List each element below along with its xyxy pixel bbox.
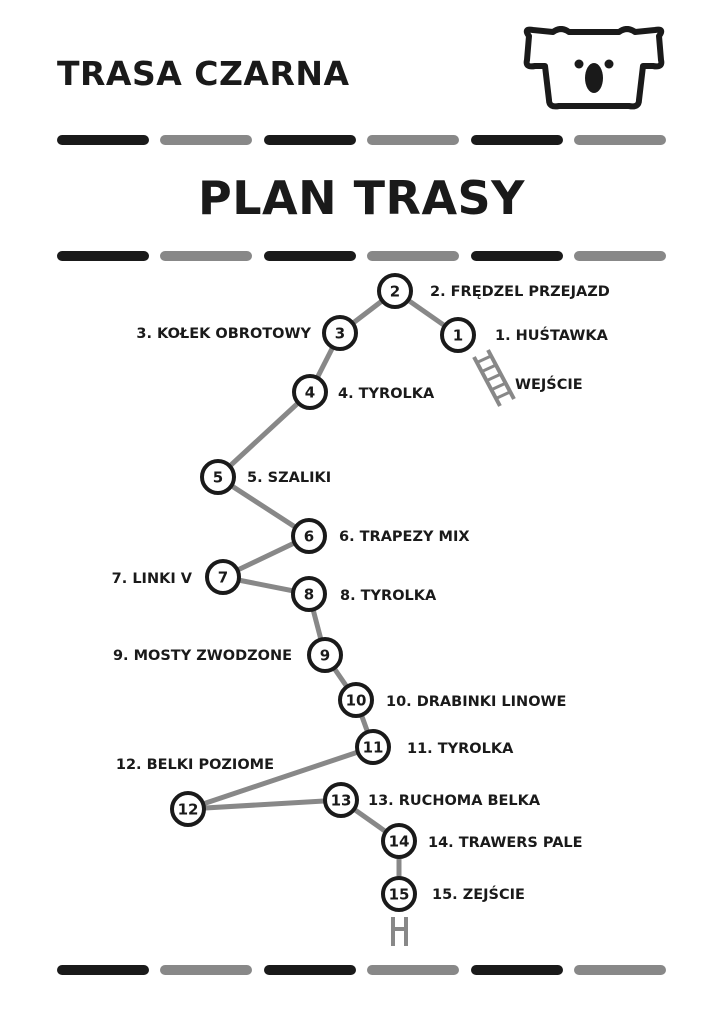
station-label: 1. HUŚTAWKA — [495, 326, 609, 344]
station-label: 6. TRAPEZY MIX — [339, 529, 470, 545]
station-marker — [381, 876, 417, 912]
station-7: 7 7. LINKI V — [112, 559, 241, 595]
station-marker — [291, 518, 327, 554]
station-marker — [355, 729, 391, 765]
station-5: 5 5. SZALIKI — [200, 459, 331, 495]
station-number: 10 — [346, 692, 367, 710]
divider-segment — [574, 965, 666, 975]
route-stations: 1 1. HUŚTAWKA 2 2. FRĘDZEL PRZEJAZD 3 3. KOŁE… — [112, 273, 610, 912]
divider-segment — [574, 135, 666, 145]
route-connector — [216, 390, 312, 479]
route-connector — [187, 744, 374, 812]
ladder-icon — [472, 349, 516, 407]
station-number: 6 — [304, 528, 314, 546]
station-number: 9 — [320, 647, 330, 665]
station-1: 1 1. HUŚTAWKA — [440, 317, 609, 353]
station-label: 10. DRABINKI LINOWE — [386, 694, 566, 710]
station-label: 14. TRAWERS PALE — [428, 835, 583, 851]
station-marker — [377, 273, 413, 309]
station-marker — [170, 791, 206, 827]
station-number: 8 — [304, 586, 314, 604]
station-label: 13. RUCHOMA BELKA — [368, 793, 541, 809]
divider-segment — [574, 251, 666, 261]
station-label: 5. SZALIKI — [247, 470, 331, 486]
route-connector — [216, 474, 311, 539]
divider-segment — [470, 135, 563, 145]
station-number: 12 — [178, 801, 199, 819]
station-marker — [323, 782, 359, 818]
station-number: 15 — [389, 886, 410, 904]
station-label: 2. FRĘDZEL PRZEJAZD — [430, 284, 610, 300]
divider-segment — [57, 135, 149, 145]
station-15: 15 15. ZEJŚCIE — [381, 876, 525, 912]
station-8: 8 8. TYROLKA — [291, 576, 437, 612]
divider-segment — [160, 965, 253, 975]
station-number: 2 — [390, 283, 400, 301]
divider-segment — [470, 965, 563, 975]
station-13: 13 13. RUCHOMA BELKA — [323, 782, 541, 818]
station-marker — [440, 317, 476, 353]
koala-head-icon — [523, 26, 665, 110]
station-label: 15. ZEJŚCIE — [432, 885, 525, 903]
station-3: 3 3. KOŁEK OBROTOWY — [136, 315, 358, 351]
route-connector — [187, 797, 342, 812]
station-number: 7 — [218, 569, 228, 587]
station-number: 13 — [331, 792, 352, 810]
station-11: 11 11. TYROLKA — [355, 729, 514, 765]
station-number: 1 — [453, 327, 463, 345]
divider-segment — [160, 251, 253, 261]
divider-bottom — [57, 965, 666, 975]
station-2: 2 2. FRĘDZEL PRZEJAZD — [377, 273, 610, 309]
station-9: 9 9. MOSTY ZWODZONE — [113, 637, 343, 673]
divider-segment — [160, 135, 253, 145]
station-marker — [338, 682, 374, 718]
exit-ladder-icon — [391, 917, 408, 946]
station-marker — [292, 374, 328, 410]
station-marker — [200, 459, 236, 495]
station-label: 9. MOSTY ZWODZONE — [113, 648, 292, 664]
station-marker — [291, 576, 327, 612]
station-number: 4 — [305, 384, 315, 402]
station-label: 4. TYROLKA — [338, 386, 435, 402]
station-12: 12 12. BELKI POZIOME — [116, 757, 274, 827]
divider-segment — [57, 965, 149, 975]
station-number: 11 — [363, 739, 384, 757]
station-marker — [307, 637, 343, 673]
station-label: 12. BELKI POZIOME — [116, 757, 274, 773]
station-4: 4 4. TYROLKA — [292, 374, 435, 410]
divider-segment — [57, 251, 149, 261]
station-6: 6 6. TRAPEZY MIX — [291, 518, 470, 554]
plan-title: PLAN TRASY — [198, 171, 525, 225]
station-label: 8. TYROLKA — [340, 588, 437, 604]
entrance-label: WEJŚCIE — [515, 375, 583, 393]
divider-segment — [367, 965, 460, 975]
station-label: 7. LINKI V — [112, 571, 193, 587]
divider-segment — [367, 251, 460, 261]
station-label: 11. TYROLKA — [407, 741, 514, 757]
station-number: 14 — [389, 833, 410, 851]
station-number: 3 — [335, 325, 345, 343]
divider-middle — [57, 251, 666, 261]
divider-top — [57, 135, 666, 145]
divider-segment — [367, 135, 460, 145]
divider-segment — [470, 251, 563, 261]
station-marker — [322, 315, 358, 351]
divider-segment — [263, 965, 356, 975]
divider-segment — [263, 251, 356, 261]
station-marker — [205, 559, 241, 595]
station-10: 10 10. DRABINKI LINOWE — [338, 682, 566, 718]
station-number: 5 — [213, 469, 223, 487]
divider-segment — [263, 135, 356, 145]
station-14: 14 14. TRAWERS PALE — [381, 823, 583, 859]
station-marker — [381, 823, 417, 859]
station-label: 3. KOŁEK OBROTOWY — [136, 326, 311, 342]
route-name: TRASA CZARNA — [57, 54, 350, 93]
